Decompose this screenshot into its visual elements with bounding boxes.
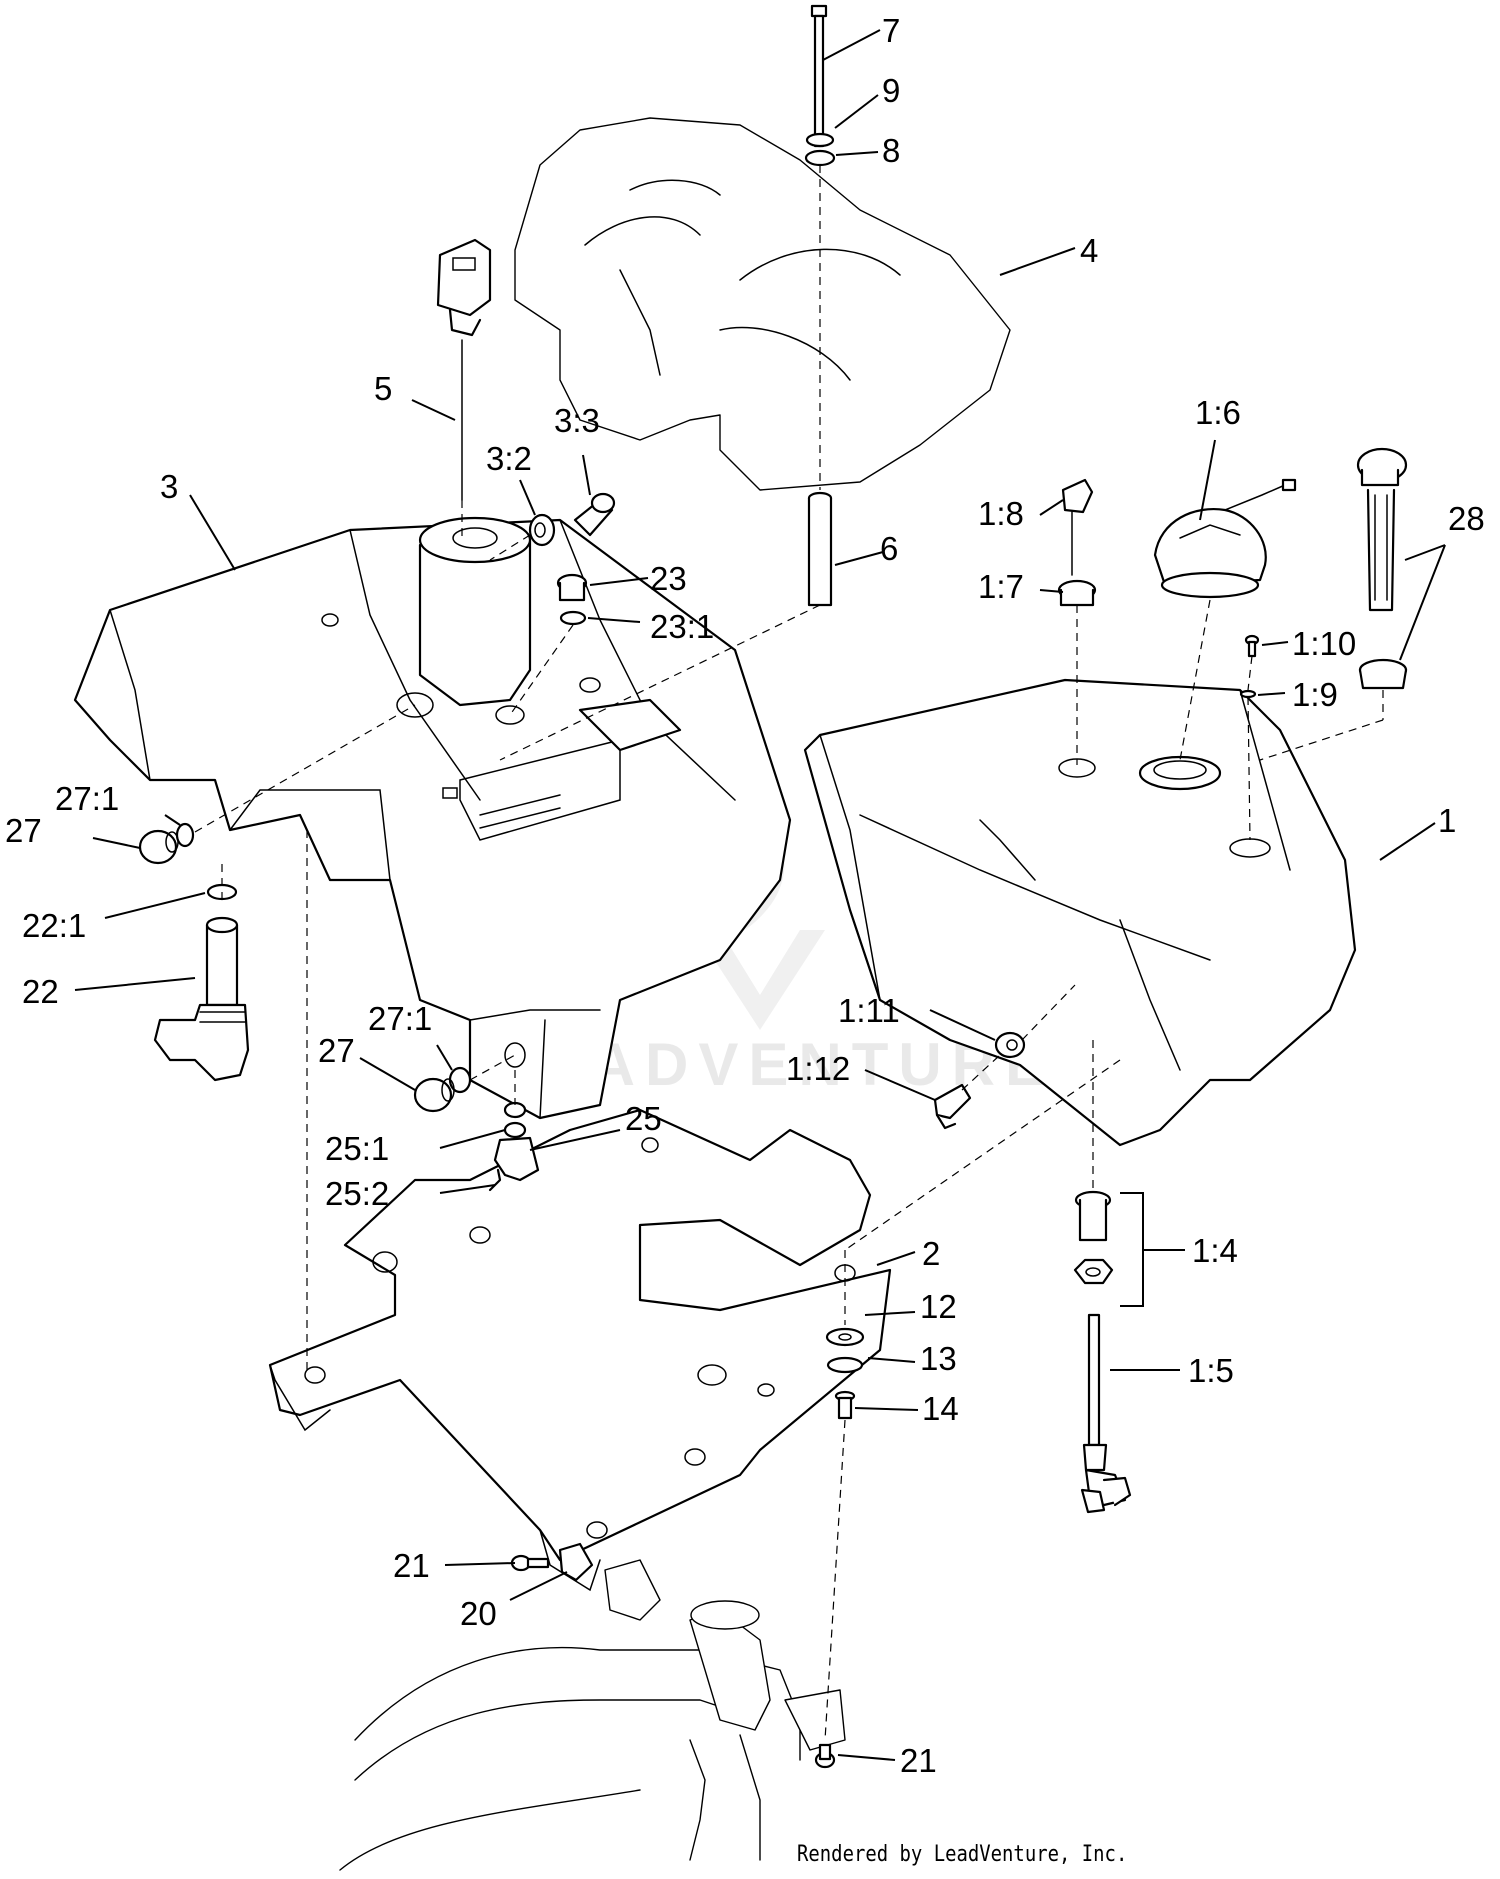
callout-1-9: 1:9 (1292, 676, 1338, 713)
callout-23: 23 (650, 560, 687, 597)
part-27-1-oring-lower (448, 1066, 472, 1094)
callout-labels: 7 9 8 4 5 3:3 3:2 3 1:6 28 1:8 6 23 1:7 … (5, 12, 1485, 1779)
callout-25-2: 25:2 (325, 1175, 389, 1212)
callout-1-5: 1:5 (1188, 1352, 1234, 1389)
callout-21-upper: 21 (393, 1547, 430, 1584)
part-27-plug-upper (138, 829, 179, 865)
part-27-plug-lower (413, 1077, 455, 1113)
callout-9: 9 (882, 72, 900, 109)
part-3-3-fitting (573, 492, 616, 537)
callout-1-11: 1:11 (838, 992, 900, 1029)
callout-23-1: 23:1 (650, 608, 714, 645)
callout-3-2: 3:2 (486, 440, 532, 477)
part-25-elbow-fitting (488, 1101, 540, 1192)
callout-1-12: 1:12 (786, 1050, 850, 1087)
part-12-spacer (825, 1327, 865, 1347)
part-1-6-fuel-cap (1153, 478, 1297, 599)
part-1-4-bushing-nut (1073, 1190, 1114, 1285)
callout-1-4: 1:4 (1192, 1232, 1238, 1269)
part-9-washer (805, 132, 835, 148)
callout-8: 8 (882, 132, 900, 169)
callout-28: 28 (1448, 500, 1485, 537)
part-28-fuel-gauge (1356, 447, 1408, 690)
part-5-cap (436, 238, 492, 501)
part-1-8-vent-fitting (1061, 478, 1094, 576)
callout-27-lower: 27 (318, 1032, 355, 1069)
part-13-washer (826, 1356, 864, 1374)
part-1-10-screw (1244, 634, 1260, 658)
callout-3: 3 (160, 468, 178, 505)
callout-21-lower: 21 (900, 1742, 937, 1779)
callout-12: 12 (920, 1288, 957, 1325)
callout-1-8: 1:8 (978, 495, 1024, 532)
callout-14: 14 (922, 1390, 959, 1427)
callout-22-1: 22:1 (22, 907, 86, 944)
part-6-spacer (807, 491, 833, 607)
part-7-bolt (810, 4, 828, 148)
callout-22: 22 (22, 973, 59, 1010)
part-4-cover (514, 117, 1011, 491)
part-27-1-oring-upper (175, 822, 195, 848)
part-20-clip-nut (558, 1542, 594, 1582)
callout-4: 4 (1080, 232, 1098, 269)
callout-6: 6 (880, 530, 898, 567)
callout-3-3: 3:3 (554, 402, 600, 439)
callout-27-upper: 27 (5, 812, 42, 849)
frame-outline (339, 1559, 846, 1871)
part-1-11-grommet (994, 1031, 1026, 1059)
callout-25: 25 (625, 1100, 662, 1137)
part-1-7-grommet (1057, 579, 1097, 607)
part-23-1-oring (559, 610, 587, 626)
part-3-2-grommet (528, 513, 556, 547)
leader-lines (74, 29, 1446, 1761)
callout-13: 13 (920, 1340, 957, 1377)
callout-1-10: 1:10 (1292, 625, 1356, 662)
part-2-mounting-plate (268, 1108, 892, 1592)
callout-25-1: 25:1 (325, 1130, 389, 1167)
part-23-grommet (556, 573, 588, 602)
callout-1-7: 1:7 (978, 568, 1024, 605)
callout-1-6: 1:6 (1195, 394, 1241, 431)
render-credit: Rendered by LeadVenture, Inc. (797, 1842, 1128, 1867)
part-22-pickup-elbow (153, 916, 250, 1082)
part-1-12-elbow (933, 1083, 972, 1130)
part-1-9-washer (1239, 689, 1257, 699)
callout-20: 20 (460, 1595, 497, 1632)
callout-1: 1 (1438, 802, 1456, 839)
callout-27-1-upper: 27:1 (55, 780, 119, 817)
callout-5: 5 (374, 370, 392, 407)
callout-7: 7 (882, 12, 900, 49)
callout-27-1-lower: 27:1 (368, 1000, 432, 1037)
part-3-left-tank (73, 516, 792, 1120)
part-14-bolt (834, 1390, 856, 1420)
part-21-bolt-lower (814, 1743, 836, 1769)
part-8-washer (804, 149, 836, 167)
part-1-5-fuel-pickup-tube (1080, 1313, 1132, 1514)
callout-2: 2 (922, 1235, 940, 1272)
part-1-right-tank (803, 678, 1357, 1147)
part-21-bolt-upper (510, 1554, 550, 1572)
assembly-centerlines (194, 165, 1384, 1741)
